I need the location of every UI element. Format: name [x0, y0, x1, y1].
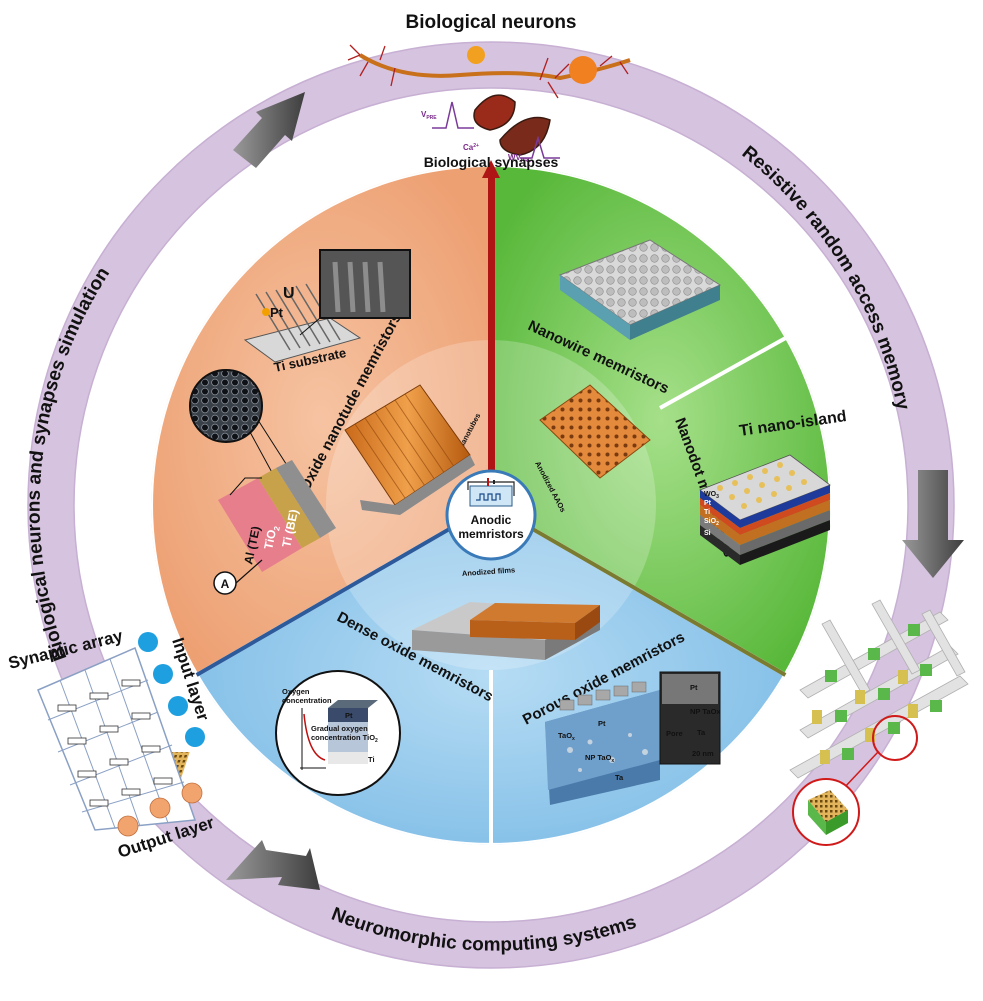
layer-ti: Ti [704, 509, 710, 516]
gradient-oxide-inset: Oxygen concentration Pt Gradual oxygen c… [141, 670, 401, 796]
neuron-soma-2 [569, 56, 597, 84]
edge-orange-blue [195, 503, 493, 677]
porous-oxide-device: Pt TaOx NP TaOx Ta Pt NP TaOx Ta Pore 20… [545, 671, 721, 805]
aao-plate [539, 384, 651, 479]
taox-label: TaOx [558, 731, 575, 742]
pt-top-label: Pt [345, 711, 353, 720]
layer-sio2: SiO2 [704, 518, 719, 527]
synaptic-array [37, 646, 197, 831]
center-badge: Anodic memristors [445, 469, 537, 561]
pt-contact-icon [262, 308, 270, 316]
svg-text:A: A [221, 577, 230, 591]
layer-wo3: WO3 [704, 491, 719, 500]
biological-synapses-label: Biological synapses [424, 154, 559, 170]
wv-pre-label: WVPRE [508, 153, 532, 164]
svg-text:Ta: Ta [697, 728, 706, 737]
pt-label: Pt [270, 305, 284, 320]
outer-ring-inner-edge [73, 87, 909, 923]
synapse-post [499, 116, 551, 156]
biological-neuron-panel: VPRE Ca2+ WVPRE Biological synapses [347, 44, 631, 170]
layer-si: Si [704, 530, 711, 537]
v-pre-label: VPRE [421, 110, 437, 121]
red-arrow-up [482, 160, 500, 475]
cycle-arrow-top-left [233, 92, 305, 168]
center-title: Anodic [471, 513, 512, 527]
outer-ring-edge [27, 41, 955, 969]
circuit-icon [469, 485, 513, 507]
ta-label: Ta [615, 773, 624, 782]
neuron-soma-1 [467, 46, 485, 64]
ti-bottom-label: Ti [368, 755, 375, 764]
crossbar-array [789, 599, 969, 846]
nanodot-stack: WO3 Pt Ti SiO2 Si [699, 454, 831, 565]
zoom-circle-small [872, 715, 918, 761]
ion-label: Ca2+ [463, 143, 479, 152]
output-nodes [117, 782, 203, 837]
nanotube-bundle [344, 384, 475, 515]
pt-porous-label: Pt [598, 719, 606, 728]
cycle-arrow-right [902, 470, 964, 578]
layer-pt: Pt [704, 500, 712, 507]
honeycomb-inset [189, 369, 263, 443]
input-nodes [138, 632, 205, 747]
u-label: U [283, 285, 295, 302]
cycle-arrow-bottom [226, 840, 320, 890]
nanotube-pillar-device: Al (TE) TiO2 Ti (BE) A [189, 369, 336, 595]
svg-text:Oxygen: Oxygen [282, 687, 310, 696]
gradual-label-2: concentration TiO2 [311, 733, 378, 744]
tio2-label: TiO2 [261, 523, 282, 551]
synapse-pre [473, 94, 516, 131]
svg-text:NP TaOx: NP TaOx [690, 707, 721, 716]
np-taox-label: NP TaOx [585, 753, 614, 764]
scale-bar-label: 20 nm [692, 749, 714, 758]
ring-label-top: Biological neurons [405, 12, 576, 33]
svg-text:Pt: Pt [690, 683, 698, 692]
green-subdivider [659, 328, 801, 410]
pore-label: Pore [666, 729, 683, 738]
nanowire-array [558, 239, 722, 340]
ring-anodized-films: Anodized films [462, 565, 516, 578]
dense-film-block [412, 602, 600, 660]
svg-text:concentration: concentration [282, 696, 332, 705]
edge-green-blue [489, 503, 787, 677]
gradual-label: Gradual oxygen [311, 724, 368, 733]
center-title-2: memristors [458, 527, 524, 541]
